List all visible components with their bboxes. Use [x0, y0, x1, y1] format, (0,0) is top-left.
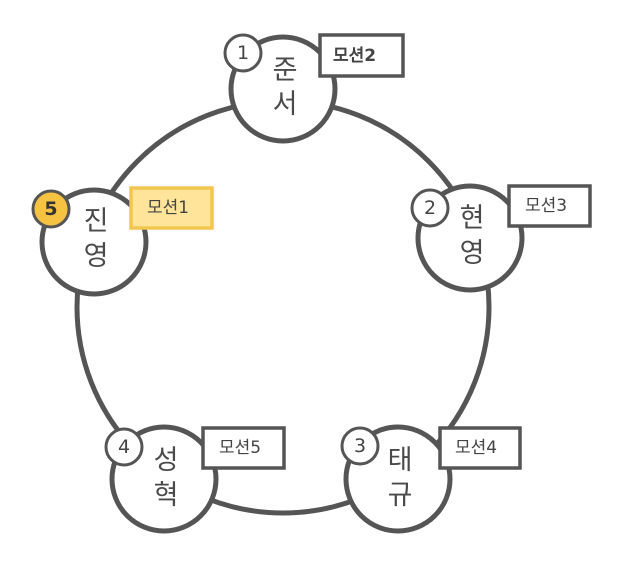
node-hyunyoung-name-bottom: 영 [460, 238, 485, 269]
node-jinyoung-order-badge [31, 189, 71, 229]
node-sunghyuk: 성 혁 4 모션5 [104, 424, 286, 534]
node-hyunyoung-motion-label: 모션3 [525, 196, 567, 216]
node-taegyu-motion-label: 모션4 [455, 438, 497, 458]
node-jinyoung-name-bottom: 영 [84, 241, 109, 272]
node-hyunyoung-name-top: 현 [460, 203, 485, 234]
node-taegyu-name-top: 태 [388, 445, 413, 476]
node-hyunyoung-order-badge [410, 188, 450, 228]
node-sunghyuk-motion-tag [201, 426, 286, 470]
node-taegyu-name-bottom: 규 [388, 480, 413, 511]
node-hyunyoung-motion-tag [507, 184, 592, 228]
node-sunghyuk-order-badge [104, 427, 144, 467]
node-sunghyuk-order-number: 4 [118, 436, 130, 458]
node-junseo: 준 서 1 모션2 [223, 33, 405, 144]
node-sunghyuk-name-top: 성 [154, 445, 179, 476]
node-junseo-order-badge [223, 33, 263, 73]
node-jinyoung-motion-label: 모션1 [147, 198, 189, 218]
node-hyunyoung: 현 영 2 모션3 [410, 183, 592, 293]
node-sunghyuk-motion-label: 모션5 [219, 438, 261, 458]
node-taegyu-motion-tag [438, 426, 522, 470]
node-jinyoung-name-top: 진 [84, 206, 109, 237]
node-jinyoung-order-number: 5 [44, 198, 57, 220]
node-jinyoung-motion-tag [129, 186, 214, 230]
node-taegyu-order-number: 3 [354, 435, 366, 457]
node-junseo-name-bottom: 서 [273, 89, 298, 120]
node-taegyu: 태 규 3 모션4 [340, 424, 522, 534]
node-junseo-order-number: 1 [237, 42, 249, 64]
node-sunghyuk-name-bottom: 혁 [154, 480, 179, 511]
node-junseo-motion-label: 모션2 [333, 46, 376, 66]
node-jinyoung: 진 영 5 모션1 [31, 186, 214, 297]
node-taegyu-order-badge [340, 426, 380, 466]
node-junseo-motion-tag [318, 33, 405, 78]
node-junseo-name-top: 준 [273, 55, 298, 86]
node-hyunyoung-order-number: 2 [424, 197, 436, 219]
